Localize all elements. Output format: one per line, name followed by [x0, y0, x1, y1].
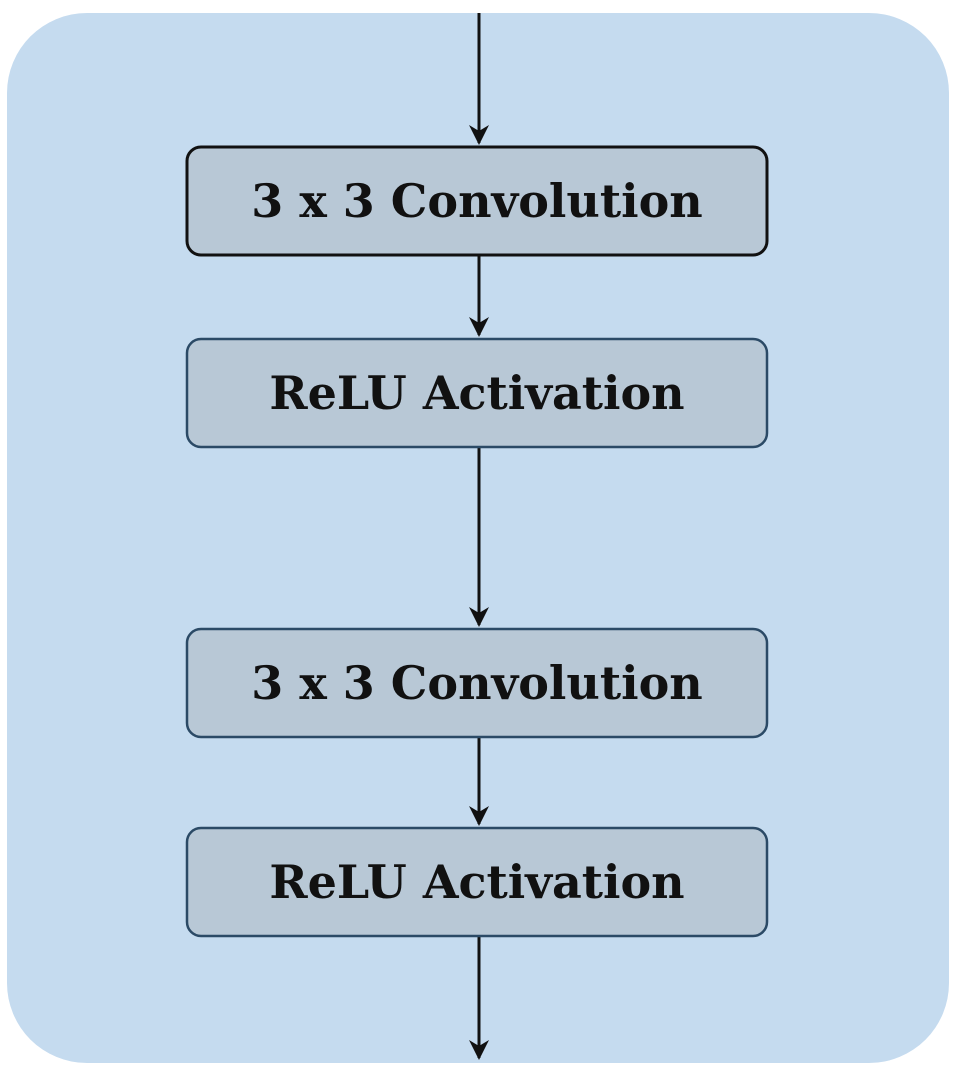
relu-block-2-label: ReLU Activation	[269, 855, 684, 909]
relu-block-2: ReLU Activation	[185, 826, 769, 938]
relu-block-2-box	[185, 826, 769, 938]
conv-block-1-label: 3 x 3 Convolution	[251, 174, 702, 228]
conv-block-1-box	[185, 145, 769, 257]
relu-block-1-label: ReLU Activation	[269, 366, 684, 420]
conv-block-2: 3 x 3 Convolution	[185, 627, 769, 739]
conv-block-2-box	[185, 627, 769, 739]
relu-block-1: ReLU Activation	[185, 337, 769, 449]
relu-block-1-box	[185, 337, 769, 449]
conv-block-2-label: 3 x 3 Convolution	[251, 656, 702, 710]
conv-block-1: 3 x 3 Convolution	[185, 145, 769, 257]
